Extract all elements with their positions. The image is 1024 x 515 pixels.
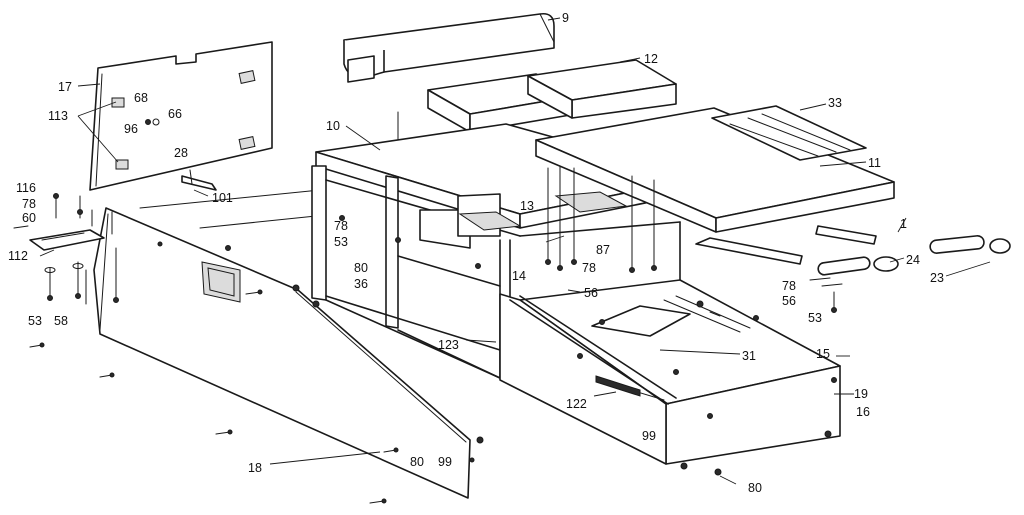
callout-78-left: 78 — [22, 197, 36, 211]
callout-53-frame: 53 — [334, 235, 348, 249]
callout-33: 33 — [828, 96, 842, 110]
front-panel-18 — [29, 207, 484, 504]
callout-14: 14 — [512, 269, 526, 283]
callout-78-frame: 78 — [334, 219, 348, 233]
callout-31: 31 — [742, 349, 756, 363]
callout-labels: 9 12 33 10 11 17 68 113 66 96 28 101 116… — [8, 11, 944, 495]
callout-123: 123 — [438, 338, 459, 352]
callout-60: 60 — [22, 211, 36, 225]
callout-56-right: 56 — [782, 294, 796, 308]
callout-99-panel: 99 — [438, 455, 452, 469]
callout-53-left: 53 — [28, 314, 42, 328]
callout-19: 19 — [854, 387, 868, 401]
callout-10: 10 — [326, 119, 340, 133]
callout-80-frame: 80 — [354, 261, 368, 275]
callout-15: 15 — [816, 347, 830, 361]
callout-80-base: 80 — [748, 481, 762, 495]
rollers — [695, 225, 1011, 313]
callout-11: 11 — [868, 156, 881, 170]
callout-16: 16 — [856, 405, 870, 419]
callout-99-box: 99 — [642, 429, 656, 443]
callout-78-center: 78 — [582, 261, 596, 275]
callout-1: 1 — [900, 217, 907, 231]
callout-23: 23 — [930, 271, 944, 285]
callout-56-center: 56 — [584, 286, 598, 300]
base-box-15-16 — [499, 279, 841, 476]
callout-28: 28 — [174, 146, 188, 160]
callout-68: 68 — [134, 91, 148, 105]
cushion-9 — [343, 12, 555, 83]
callout-13: 13 — [520, 199, 534, 213]
callout-12: 12 — [644, 52, 658, 66]
callout-17: 17 — [58, 80, 72, 94]
callout-66: 66 — [168, 107, 182, 121]
callout-122: 122 — [566, 397, 587, 411]
callout-113: 113 — [48, 109, 68, 123]
callout-9: 9 — [562, 11, 569, 25]
callout-101: 101 — [212, 191, 233, 205]
bench-11 — [535, 105, 895, 233]
callout-53-right: 53 — [808, 311, 822, 325]
callout-58: 58 — [54, 314, 68, 328]
callout-87: 87 — [596, 243, 610, 257]
callout-116: 116 — [16, 181, 36, 195]
back-panel-17 — [89, 41, 273, 191]
callout-78-right: 78 — [782, 279, 796, 293]
callout-24: 24 — [906, 253, 920, 267]
callout-112: 112 — [8, 249, 28, 263]
screw-row — [29, 289, 484, 504]
handle-112 — [13, 193, 119, 305]
callout-80-panel: 80 — [410, 455, 424, 469]
callout-96: 96 — [124, 122, 138, 136]
leader-lines — [39, 17, 991, 485]
callout-18: 18 — [248, 461, 262, 475]
callout-36: 36 — [354, 277, 368, 291]
